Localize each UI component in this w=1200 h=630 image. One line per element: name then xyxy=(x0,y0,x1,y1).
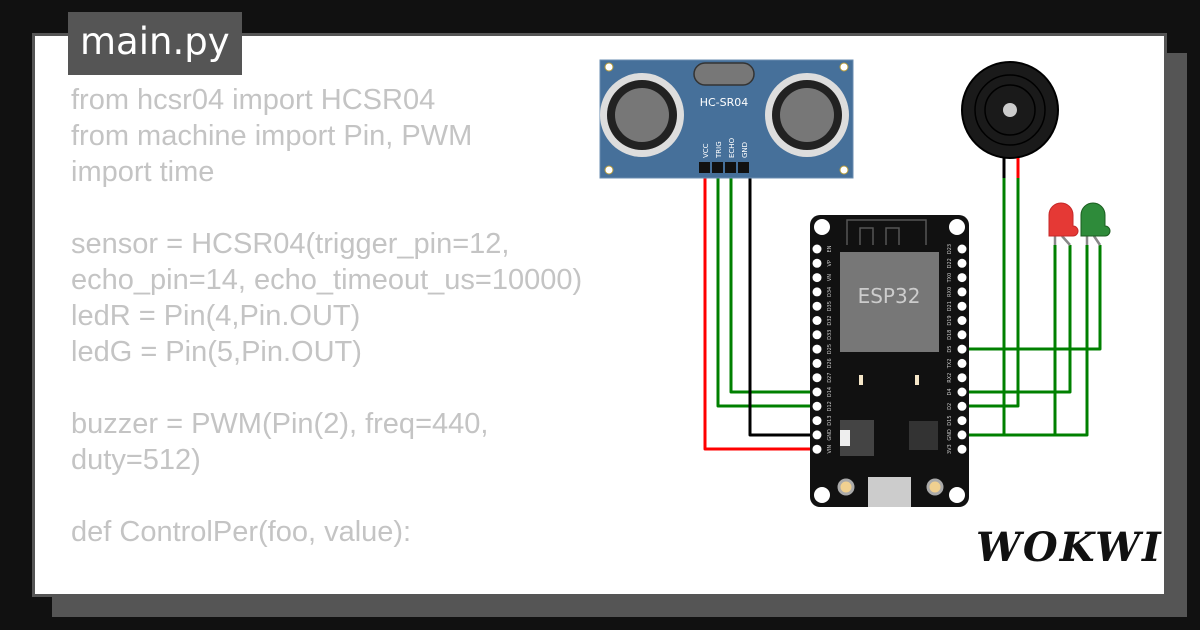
board-pin-label: VIN xyxy=(827,445,833,454)
board-pin-label: D23 xyxy=(947,244,953,254)
board-pin-label: TX0 xyxy=(947,273,953,284)
board-pin-label: D5 xyxy=(947,346,953,353)
board-pin-label: D4 xyxy=(947,388,953,395)
pin-label: ECHO xyxy=(728,137,736,158)
board-pin[interactable] xyxy=(812,387,822,397)
code-line: ledG = Pin(5,Pin.OUT) xyxy=(71,336,362,368)
buzzer[interactable] xyxy=(961,61,1059,178)
board-pin[interactable] xyxy=(812,444,822,454)
board-pin[interactable] xyxy=(812,244,822,254)
board-pin-label: D12 xyxy=(827,401,833,411)
code-preview: from hcsr04 import HCSR04 from machine im… xyxy=(71,82,591,550)
board-pin[interactable] xyxy=(957,258,967,268)
board-pin-label: GND xyxy=(827,429,833,441)
board-pin-label: D26 xyxy=(827,358,833,368)
wire-d4-led-red xyxy=(962,245,1072,394)
board-pin-label: D27 xyxy=(827,373,833,383)
board-pin[interactable] xyxy=(812,401,822,411)
code-line: ledR = Pin(4,Pin.OUT) xyxy=(71,300,361,332)
board-pin[interactable] xyxy=(957,301,967,311)
board-pin[interactable] xyxy=(957,387,967,397)
led-red[interactable] xyxy=(1048,202,1079,246)
board-pin[interactable] xyxy=(957,244,967,254)
board-pin[interactable] xyxy=(957,401,967,411)
code-line: buzzer = PWM(Pin(2), freq=440, duty=512) xyxy=(71,408,497,476)
code-line: import time xyxy=(71,156,215,188)
pin-label: VCC xyxy=(702,143,710,158)
board-pin[interactable] xyxy=(812,273,822,283)
board-pin[interactable] xyxy=(957,316,967,325)
board-pin[interactable] xyxy=(812,301,822,311)
board-pin[interactable] xyxy=(812,430,822,440)
board-pin-label: RX2 xyxy=(947,373,953,383)
board-pin-label: D32 xyxy=(827,315,833,325)
board-pin-label: D19 xyxy=(947,315,953,325)
board-pin-label: D22 xyxy=(947,258,953,268)
board-pin[interactable] xyxy=(812,258,822,268)
board-pin-label: D14 xyxy=(827,387,833,397)
board-pin[interactable] xyxy=(812,316,822,325)
led-green[interactable] xyxy=(1080,202,1111,246)
board-pin[interactable] xyxy=(957,273,967,283)
sensor-label: HC-SR04 xyxy=(700,96,749,109)
code-line: from machine import Pin, PWM xyxy=(71,120,473,152)
board-pin-label: EN xyxy=(827,245,833,252)
wire-d5-led-green xyxy=(962,245,1102,351)
code-line: sensor = HCSR04(trigger_pin=12, echo_pin… xyxy=(71,228,583,296)
board-pin[interactable] xyxy=(957,444,967,454)
board-pin[interactable] xyxy=(957,373,967,383)
board-pin-label: RX0 xyxy=(947,287,953,297)
esp32-board[interactable]: ESP32 ENVPVND34D35D32D33D25D26D27D14D12D… xyxy=(810,215,969,507)
board-pin[interactable] xyxy=(812,344,822,354)
code-line: from hcsr04 import HCSR04 xyxy=(71,84,436,116)
hc-sr04-sensor[interactable]: HC-SR04 VCC TRIG ECHO GND xyxy=(599,59,854,179)
board-pin-label: D34 xyxy=(827,287,833,297)
wire-echo xyxy=(729,178,817,394)
wire-gnd xyxy=(748,178,817,437)
board-pin-label: GND xyxy=(947,429,953,441)
wires xyxy=(703,178,1102,451)
board-pin[interactable] xyxy=(957,358,967,368)
board-pin-label: D21 xyxy=(947,301,953,311)
file-tab[interactable]: main.py xyxy=(68,12,242,75)
wire-trig xyxy=(716,178,817,408)
board-pin[interactable] xyxy=(812,358,822,368)
pin-label: GND xyxy=(741,142,749,158)
board-pin[interactable] xyxy=(812,287,822,297)
board-pin[interactable] xyxy=(957,344,967,354)
board-pin-label: D13 xyxy=(827,415,833,425)
board-pin-label: D35 xyxy=(827,301,833,311)
pin-label: TRIG xyxy=(715,141,723,159)
board-pin[interactable] xyxy=(812,330,822,340)
board-pin-label: D25 xyxy=(827,344,833,354)
board-pin[interactable] xyxy=(957,287,967,297)
code-line: def ControlPer(foo, value): xyxy=(71,516,412,548)
wire-vcc xyxy=(703,178,817,451)
board-pin-label: VN xyxy=(827,274,833,281)
board-pin[interactable] xyxy=(957,430,967,440)
board-pin[interactable] xyxy=(957,416,967,426)
board-pin-label: VP xyxy=(827,260,833,266)
wire-d2-buzzer xyxy=(962,178,1020,408)
board-pin-label: D2 xyxy=(947,403,953,410)
board-pin[interactable] xyxy=(812,373,822,383)
board-pin-label: D15 xyxy=(947,415,953,425)
board-pin-label: 3V3 xyxy=(947,444,953,454)
wokwi-logo: WOKWI xyxy=(976,524,1163,571)
board-pin-label: D33 xyxy=(827,330,833,340)
board-pin[interactable] xyxy=(812,416,822,426)
board-pin-label: TX2 xyxy=(947,359,953,370)
board-pin[interactable] xyxy=(957,330,967,340)
board-pin-label: D18 xyxy=(947,330,953,340)
board-label: ESP32 xyxy=(858,284,921,308)
